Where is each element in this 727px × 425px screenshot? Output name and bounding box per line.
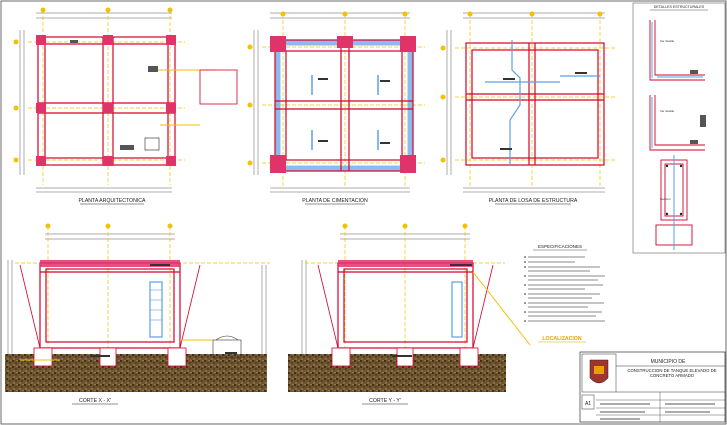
section-x-x: CORTE X - X' (5, 223, 270, 405)
section-y-y: CORTE Y - Y' (288, 223, 531, 405)
foundation-plan: PLANTA DE CIMENTACION (247, 11, 425, 205)
municipality-seal (589, 359, 609, 384)
municipality-name: MUNICIPIO DE (651, 359, 686, 365)
project-title-box: CONSTRUCCION DE TANQUE ELEVADO DE CONCRE… (627, 368, 717, 379)
architectural-plan-title: PLANTA ARQUITECTONICA (79, 198, 147, 204)
title-block: LOCALIZACION MUNICIPIO DE CONSTRUCCION D… (538, 336, 726, 423)
architectural-plan: PLANTA ARQUITECTONICA (13, 7, 238, 205)
svg-text:Ver detalle: Ver detalle (660, 39, 675, 43)
location-label: LOCALIZACION (542, 336, 581, 342)
sheet-number: A1 (585, 401, 591, 407)
svg-text:Seccion: Seccion (660, 197, 671, 201)
details-title: DETALLES ESTRUCTURALES (654, 5, 705, 9)
specifications-title: ESPECIFICACIONES (538, 244, 582, 249)
foundation-plan-title: PLANTA DE CIMENTACION (302, 198, 368, 204)
svg-text:Ver detalle: Ver detalle (660, 109, 675, 113)
slab-plan-title: PLANTA DE LOSA DE ESTRUCTURA (489, 198, 578, 204)
section-x-title: CORTE X - X' (79, 398, 111, 404)
slab-plan: PLANTA DE LOSA DE ESTRUCTURA (440, 11, 615, 205)
project-title: CONSTRUCCION DE TANQUE ELEVADO DE CONCRE… (627, 368, 717, 379)
specifications-block: ESPECIFICACIONES (524, 244, 605, 322)
section-y-title: CORTE Y - Y' (369, 398, 401, 404)
